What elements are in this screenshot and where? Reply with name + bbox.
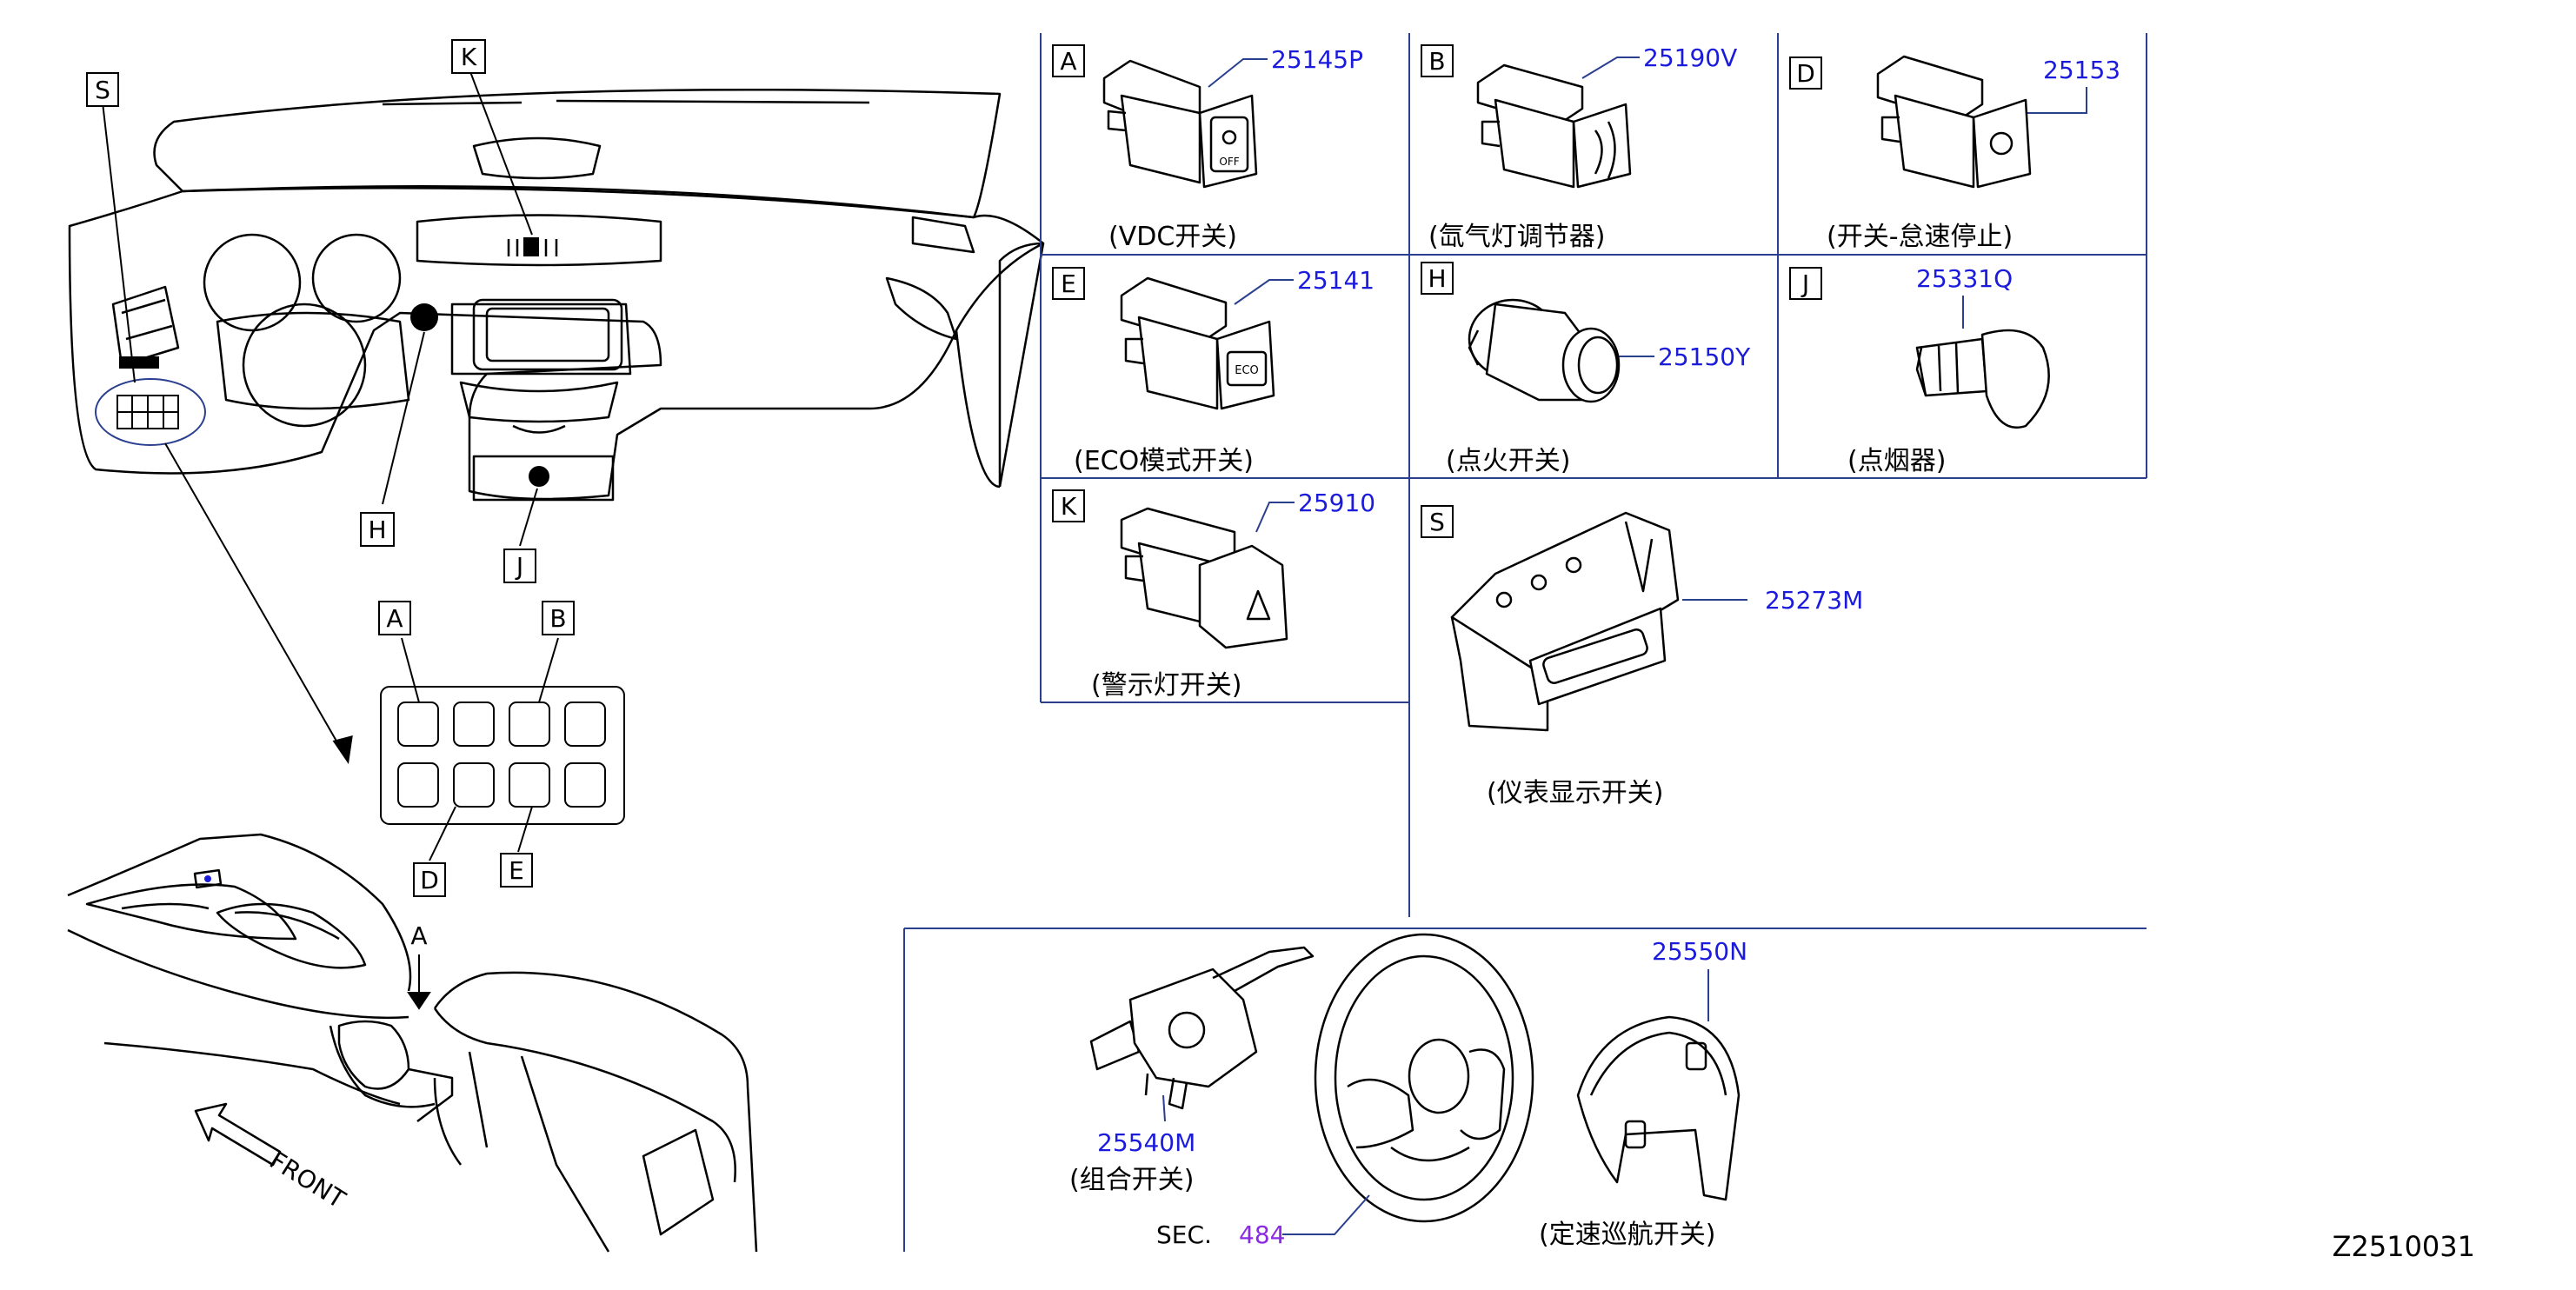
arrow-a-label: A <box>410 921 427 950</box>
svg-text:25145P: 25145P <box>1271 45 1363 74</box>
svg-text:(警示灯开关): (警示灯开关) <box>1091 670 1241 701</box>
svg-text:D: D <box>420 866 439 894</box>
svg-text:K: K <box>461 43 477 71</box>
svg-text:S: S <box>95 76 110 104</box>
svg-text:(定速巡航开关): (定速巡航开关) <box>1539 1220 1715 1250</box>
svg-text:B: B <box>1428 47 1445 76</box>
panel-a-vdc-switch: A 25145P OFF (VDC开关) <box>1052 44 1363 252</box>
svg-text:J: J <box>1801 269 1809 298</box>
callout-d-block: D <box>413 862 446 897</box>
svg-text:B: B <box>549 604 566 633</box>
svg-text:OFF: OFF <box>1219 156 1239 168</box>
combination-switch-icon <box>1089 946 1315 1110</box>
cruise-control-switch: 25550N (定速巡航开关) <box>1539 937 1747 1250</box>
panel-k-hazard-switch: K 25910 (警示灯开关) <box>1052 489 1375 701</box>
svg-text:25540M: 25540M <box>1097 1128 1195 1157</box>
panel-d-idle-stop-switch: D 25153 (开关-怠速停止) <box>1789 55 2120 252</box>
svg-text:(仪表显示开关): (仪表显示开关) <box>1487 778 1663 808</box>
svg-text:K: K <box>1061 492 1077 521</box>
svg-text:A: A <box>1060 47 1076 76</box>
steering-wheel: SEC. 484 <box>1156 933 1534 1249</box>
svg-text:(组合开关): (组合开关) <box>1069 1165 1194 1195</box>
callout-b-block: B <box>542 601 575 635</box>
dashboard-illustration <box>68 69 1045 765</box>
svg-text:H: H <box>368 515 386 544</box>
svg-text:(ECO模式开关): (ECO模式开关) <box>1074 446 1254 476</box>
vdc-switch-icon: OFF <box>1102 59 1258 189</box>
svg-text:25190V: 25190V <box>1643 43 1737 72</box>
callout-e-block: E <box>500 853 533 888</box>
callout-j: J <box>503 549 536 583</box>
panel-b-xenon-leveler: B 25190V (氙气灯调节器) <box>1421 43 1737 252</box>
idle-stop-switch-icon <box>1876 55 2032 189</box>
svg-text:(VDC开关): (VDC开关) <box>1108 222 1237 252</box>
center-console-illustration <box>67 833 758 1253</box>
svg-text:(点火开关): (点火开关) <box>1446 446 1570 476</box>
svg-text:ECO: ECO <box>1235 364 1259 377</box>
svg-text:25141: 25141 <box>1297 266 1375 295</box>
panel-h-ignition-switch: H 25150Y (点火开关) <box>1421 262 1751 476</box>
combination-switch: 25540M (组合开关) <box>1069 946 1315 1195</box>
svg-text:SEC.: SEC. <box>1156 1220 1212 1249</box>
svg-text:D: D <box>1796 59 1815 88</box>
svg-text:25150Y: 25150Y <box>1658 342 1751 371</box>
panel-s-meter-display-switch: S 25273M (仪表显示开关) <box>1421 505 1863 808</box>
svg-text:(氙气灯调节器): (氙气灯调节器) <box>1428 222 1605 252</box>
eco-switch-icon: ECO <box>1120 276 1275 410</box>
parts-grid-lines <box>903 33 2147 1252</box>
callout-s: S <box>86 72 119 107</box>
hazard-switch-icon <box>1120 507 1288 649</box>
cruise-switch-icon <box>1576 1015 1741 1201</box>
svg-text:E: E <box>509 856 524 885</box>
meter-switch-icon <box>1450 511 1680 732</box>
svg-text:25153: 25153 <box>2043 56 2120 84</box>
switch-block-detail <box>380 637 625 861</box>
front-label: FRONT <box>264 1146 350 1214</box>
svg-text:25910: 25910 <box>1298 489 1375 517</box>
svg-text:H: H <box>1428 264 1446 293</box>
svg-text:25331Q: 25331Q <box>1916 264 2013 293</box>
panel-j-cigarette-lighter: J 25331Q (点烟器) <box>1789 264 2050 476</box>
steering-wheel-icon <box>1314 933 1534 1223</box>
svg-text:E: E <box>1061 269 1076 298</box>
svg-text:S: S <box>1429 508 1445 536</box>
svg-text:A: A <box>386 604 403 633</box>
leveler-switch-icon <box>1476 63 1632 189</box>
drawing-code: Z2510031 <box>2333 1230 2475 1263</box>
callout-k: K <box>451 39 486 74</box>
svg-text:484: 484 <box>1239 1220 1285 1249</box>
svg-text:(点烟器): (点烟器) <box>1847 446 1946 476</box>
callout-a-block: A <box>378 601 411 635</box>
callout-h: H <box>360 512 395 547</box>
svg-text:25273M: 25273M <box>1765 586 1863 615</box>
svg-text:25550N: 25550N <box>1652 937 1747 966</box>
svg-text:J: J <box>515 552 523 581</box>
panel-e-eco-switch: E 25141 ECO (ECO模式开关) <box>1052 266 1375 476</box>
svg-text:(开关-怠速停止): (开关-怠速停止) <box>1827 222 2013 252</box>
cigarette-lighter-icon <box>1915 329 2050 429</box>
ignition-switch-icon <box>1468 298 1621 403</box>
